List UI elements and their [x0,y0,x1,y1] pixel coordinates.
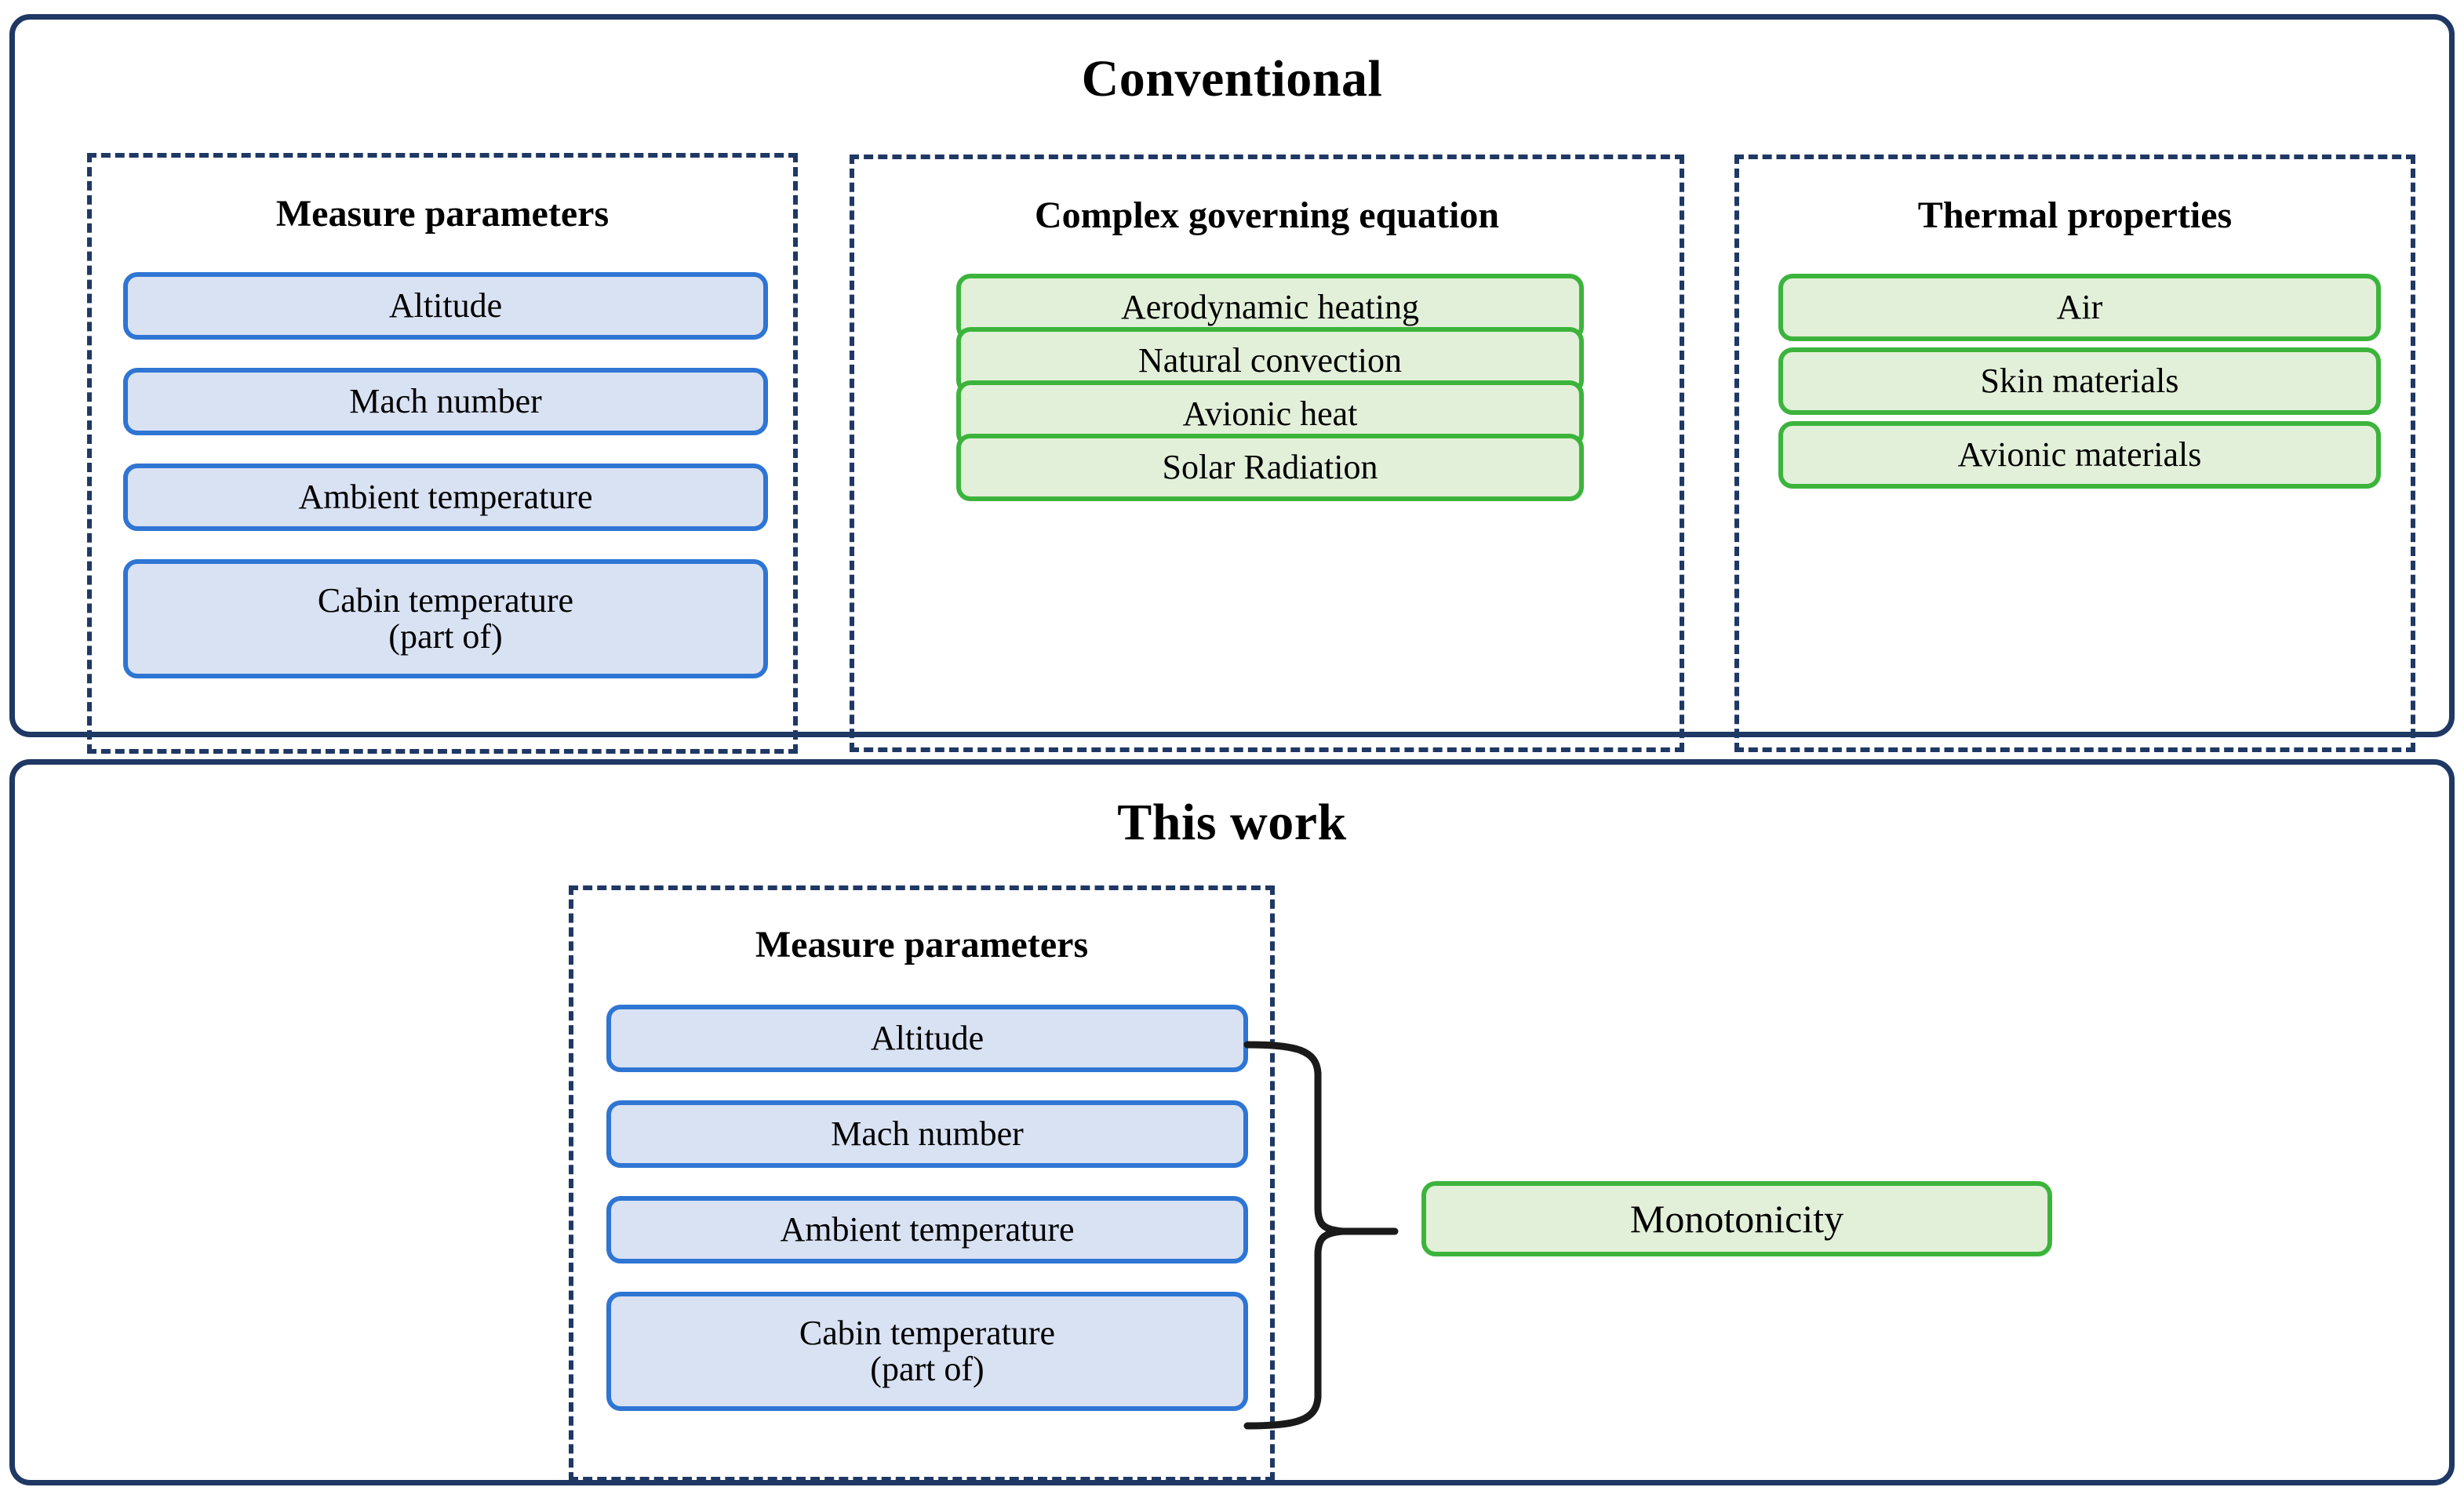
group-title-measure-parameters-this-work: Measure parameters [755,924,1089,965]
group-thermal-properties: Thermal properties Air Skin materials Av… [1734,155,2415,752]
pill-avionic-materials[interactable]: Avionic materials [1778,421,2381,489]
pill-air[interactable]: Air [1778,274,2381,341]
pill-altitude[interactable]: Altitude [606,1005,1248,1072]
group-title-complex-governing-equation: Complex governing equation [1034,195,1500,236]
group-measure-parameters-this-work: Measure parameters Altitude Mach number … [569,885,1275,1482]
pill-ambient-temperature[interactable]: Ambient temperature [606,1196,1248,1263]
pill-altitude[interactable]: Altitude [123,272,768,340]
conventional-panel: Conventional Measure parameters Altitude… [9,14,2455,754]
group-measure-parameters-conventional: Measure parameters Altitude Mach number … [87,153,798,754]
page-title-this-work: This work [1117,794,1347,851]
group-title-measure-parameters: Measure parameters [275,193,610,235]
group-complex-governing-equation: Complex governing equation Aerodynamic h… [850,155,1684,752]
pill-cabin-temperature[interactable]: Cabin temperature (part of) [123,559,768,678]
pill-monotonicity[interactable]: Monotonicity [1421,1181,2052,1256]
pill-cabin-temperature[interactable]: Cabin temperature (part of) [606,1292,1248,1411]
this-work-panel: This work Measure parameters Altitude Ma… [9,759,2455,1485]
pill-mach-number[interactable]: Mach number [606,1100,1248,1168]
page-title-conventional: Conventional [1081,50,1383,107]
group-title-thermal-properties: Thermal properties [1917,195,2233,236]
pill-ambient-temperature[interactable]: Ambient temperature [123,464,768,531]
pill-mach-number[interactable]: Mach number [123,368,768,435]
pill-solar-radiation[interactable]: Solar Radiation [956,434,1584,501]
pill-skin-materials[interactable]: Skin materials [1778,347,2381,415]
